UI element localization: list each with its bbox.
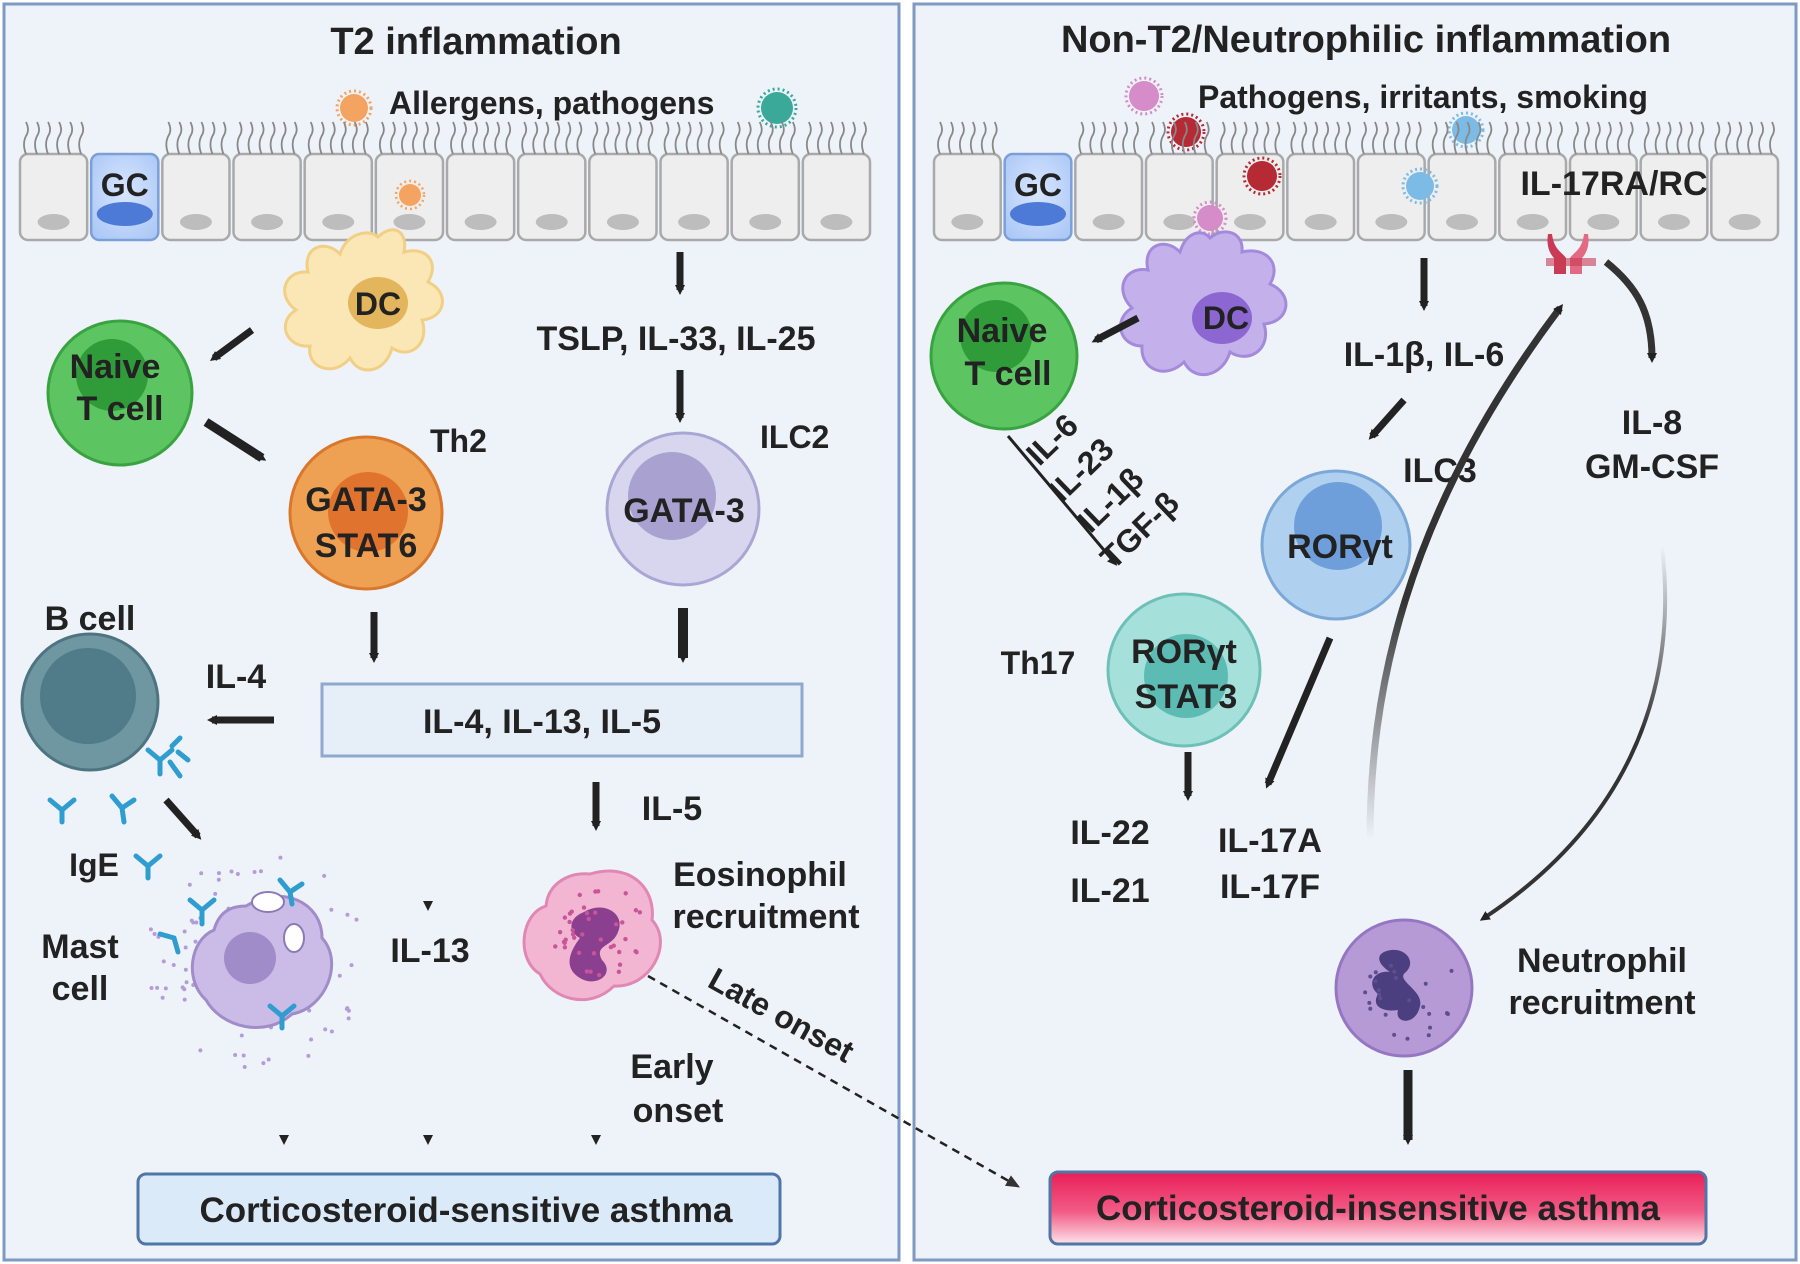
epithelial-cell [801,152,872,242]
epithelial-cell [588,152,658,242]
neutrophil [1334,918,1474,1058]
epithelial-cell [1074,152,1144,242]
naive-right-line2: T cell [965,355,1052,393]
ige-antibodies [47,735,191,881]
epithelial-cell [659,152,729,242]
goblet-cell-label: GC [1014,167,1062,203]
ilc2-cell: GATA-3 [605,431,761,587]
il17a-label: IL-17A [1218,822,1322,860]
b-cell [20,632,160,772]
eosinophil [522,869,662,1002]
naive-left-line1: Naive [70,348,161,386]
eos-label-line2: recruitment [672,898,859,936]
right-arrows [1006,258,1429,1145]
epithelial-cell [18,152,89,242]
naive-t-cell-left: Naive T cell [46,319,194,467]
ilc2-gata3: GATA-3 [623,492,745,530]
naive-left-line2: T cell [77,390,164,428]
b-cell-label: B cell [45,600,136,638]
mast-cell [148,855,359,1069]
pathogen-particle-red-2 [1242,156,1282,196]
th2-stat6: STAT6 [315,527,418,565]
eos-label-line1: Eosinophil [673,856,847,894]
sensitive-outcome-label: Corticosteroid-sensitive asthma [200,1191,733,1230]
naive-right-line1: Naive [957,312,1048,350]
dendritic-cell-left: DC [283,179,444,372]
ige-label: IgE [69,847,119,883]
neut-label-line2: recruitment [1508,984,1695,1022]
th17-label: Th17 [1001,645,1076,681]
epithelial-cell [232,152,302,242]
th2-label: Th2 [430,423,487,459]
early-onset-line2: onset [633,1092,724,1130]
th2-cell: GATA-3 STAT6 [288,435,444,591]
goblet-cell-label: GC [101,167,149,203]
left-fade-arrows [279,776,601,1145]
pathogen-particle-pink [1124,76,1164,116]
dc-right-label: DC [1203,300,1249,336]
gmcsf-label: GM-CSF [1585,448,1719,486]
right-panel-title: Non-T2/Neutrophilic inflammation [1061,19,1671,61]
epithelial-cell [1286,152,1356,242]
alarmins-label: TSLP, IL-33, IL-25 [536,320,815,358]
epithelial-cell [1427,152,1497,242]
epithelial-cell [516,152,587,242]
il5-label: IL-5 [642,790,702,828]
epithelial-cell [1639,152,1709,242]
insensitive-outcome-box [1048,1170,1708,1246]
neut-label-line1: Neutrophil [1517,942,1687,980]
receptor-label: IL-17RA/RC [1520,165,1707,203]
naive-t-cell-right: Naive T cell [929,281,1079,431]
th17-rorgt: RORγt [1131,633,1237,671]
allergen-particle-orange [335,89,373,127]
dc-left-label: DC [355,286,401,322]
il17-to-receptor-arrow [1366,304,1564,841]
dendritic-cell-right: DC [1119,230,1288,377]
left-panel-title: T2 inflammation [330,21,621,63]
insensitive-outcome-label: Corticosteroid-insensitive asthma [1096,1189,1661,1228]
il22-label: IL-22 [1070,814,1149,852]
ilc2-label: ILC2 [760,419,829,455]
il4-label: IL-4 [206,658,267,696]
il8-to-neutrophil-arrow [1479,545,1668,921]
il17-receptor-icon [1546,234,1596,274]
left-arrows [163,252,688,840]
th17-stat3: STAT3 [1135,678,1238,716]
il1b-il6-label: IL-1β, IL-6 [1344,336,1505,374]
late-onset-dashed-arrow [647,974,1021,1188]
mast-label-line1: Mast [41,928,118,966]
pathogen-particle-pink-2 [1192,200,1228,236]
th17-cell: RORγt STAT3 [1106,592,1262,748]
t2-cytokines-label: IL-4, IL-13, IL-5 [423,703,661,741]
il17f-label: IL-17F [1220,868,1320,906]
epithelial-cell [1710,152,1780,242]
receptor-to-il8-arrow [1603,259,1657,363]
epithelial-cell [730,152,801,242]
t2-cytokine-box [320,682,804,758]
th2-gata3: GATA-3 [305,481,427,519]
ilc3-cell: RORγt [1260,469,1412,621]
il21-label: IL-21 [1070,872,1149,910]
right-stimulus-label: Pathogens, irritants, smoking [1198,79,1648,115]
epithelial-cell [932,152,1002,242]
il8-label: IL-8 [1622,404,1682,442]
pathogen-particle-teal [756,87,798,129]
ilc3-rorgt: RORγt [1287,528,1393,566]
epithelial-cell [161,152,231,242]
epithelial-cell [445,152,516,242]
epithelial-cell [1144,152,1214,242]
epithelial-cell [303,152,374,242]
mast-label-line2: cell [52,970,109,1008]
epithelial-cell [1568,152,1638,242]
il13-label: IL-13 [390,932,469,970]
epithelial-cell [1498,152,1568,242]
left-stimulus-label: Allergens, pathogens [389,85,714,121]
early-onset-line1: Early [630,1048,713,1086]
left-epithelium: GC [18,121,872,242]
pathogen-particle-blue-2 [1401,167,1439,205]
sensitive-outcome-box [136,1172,782,1246]
